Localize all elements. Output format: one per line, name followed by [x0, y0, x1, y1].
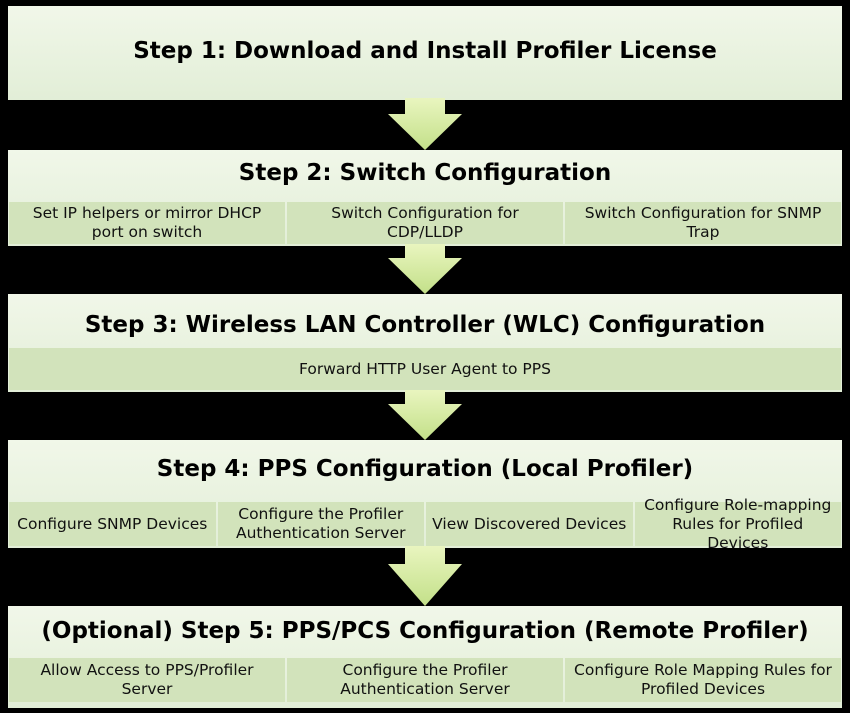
step-3-item: Forward HTTP User Agent to PPS: [9, 348, 841, 390]
step-5-item: Allow Access to PPS/Profiler Server: [9, 658, 285, 702]
step-4-item: Configure the Profiler Authentication Se…: [217, 502, 424, 546]
step-2-item: Set IP helpers or mirror DHCP port on sw…: [9, 202, 285, 244]
step-2-item: Switch Configuration for CDP/LLDP: [287, 202, 563, 244]
step-4-items: Configure SNMP Devices Configure the Pro…: [9, 496, 841, 552]
step-4-item: View Discovered Devices: [426, 502, 633, 546]
step-3-box: Step 3: Wireless LAN Controller (WLC) Co…: [8, 294, 842, 392]
step-5-item: Configure Role Mapping Rules for Profile…: [565, 658, 841, 702]
step-2-items: Set IP helpers or mirror DHCP port on sw…: [9, 202, 841, 244]
step-5-title: (Optional) Step 5: PPS/PCS Configuration…: [41, 618, 809, 644]
step-4-item: Configure SNMP Devices: [9, 502, 216, 546]
step-1-title: Step 1: Download and Install Profiler Li…: [133, 38, 717, 64]
flow-arrow-4: [388, 546, 462, 606]
step-4-title: Step 4: PPS Configuration (Local Profile…: [156, 456, 694, 482]
step-5-items: Allow Access to PPS/Profiler Server Conf…: [9, 658, 841, 702]
step-2-item: Switch Configuration for SNMP Trap: [565, 202, 841, 244]
step-3-title: Step 3: Wireless LAN Controller (WLC) Co…: [84, 312, 766, 338]
flow-arrow-1: [388, 98, 462, 150]
step-5-box: (Optional) Step 5: PPS/PCS Configuration…: [8, 606, 842, 708]
flow-arrow-2: [388, 244, 462, 294]
step-1-box: Step 1: Download and Install Profiler Li…: [8, 6, 842, 100]
step-4-box: Step 4: PPS Configuration (Local Profile…: [8, 440, 842, 552]
step-4-item: Configure Role-mapping Rules for Profile…: [634, 496, 841, 552]
step-2-title: Step 2: Switch Configuration: [238, 160, 612, 186]
flow-arrow-3: [388, 390, 462, 440]
step-3-items: Forward HTTP User Agent to PPS: [9, 348, 841, 390]
step-5-item: Configure the Profiler Authentication Se…: [287, 658, 563, 702]
step-2-box: Step 2: Switch Configuration Set IP help…: [8, 150, 842, 246]
